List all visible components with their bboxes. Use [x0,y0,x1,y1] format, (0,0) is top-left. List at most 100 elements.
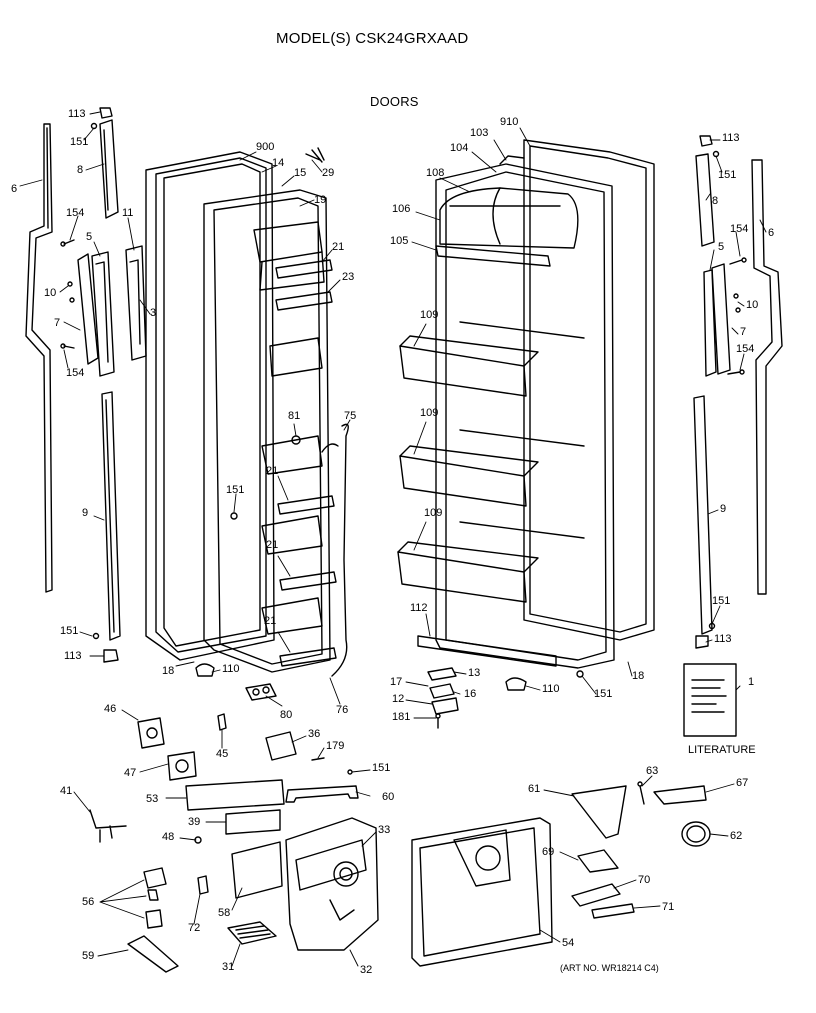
callout-110: 110 [222,663,240,675]
callout-10: 10 [746,299,759,311]
callout-151: 151 [594,688,613,700]
callout-69: 69 [542,846,555,858]
callout-45: 45 [216,748,229,760]
callout-151: 151 [70,136,89,148]
callout-17: 17 [390,676,403,688]
callout-151: 151 [60,625,79,637]
callout-151: 151 [226,484,245,496]
callout-151: 151 [718,169,737,181]
callout-109: 109 [420,309,439,321]
literature-label: LITERATURE [688,744,756,756]
callout-62: 62 [730,830,743,842]
callout-103: 103 [470,127,489,139]
fresh-food-door-assembly [397,139,655,729]
callout-7: 7 [54,317,61,329]
callout-154: 154 [66,367,85,379]
callout-46: 46 [104,703,117,715]
callout-13: 13 [468,667,481,679]
callout-105: 105 [390,235,409,247]
model-title: MODEL(S) CSK24GRXAAD [276,30,469,47]
callout-181: 181 [392,711,411,723]
callout-154: 154 [66,207,85,219]
callout-109: 109 [420,407,439,419]
callout-104: 104 [450,142,469,154]
callout-18: 18 [632,670,645,682]
callout-32: 32 [360,964,373,976]
callout-113: 113 [722,132,740,144]
callout-63: 63 [646,765,659,777]
callout-108: 108 [426,167,445,179]
callout-5: 5 [86,231,93,243]
callout-154: 154 [730,223,749,235]
callout-179: 179 [326,740,345,752]
art-number: (ART NO. WR18214 C4) [560,963,659,973]
callout-113: 113 [68,108,86,120]
callout-910: 910 [500,116,519,128]
callout-18: 18 [162,665,175,677]
callout-14: 14 [272,157,285,169]
callout-60: 60 [382,791,395,803]
callout-70: 70 [638,874,651,886]
callout-5: 5 [718,241,725,253]
callout-75: 75 [344,410,357,422]
callout-21: 21 [266,465,279,477]
literature-part-number: 1 [748,676,755,688]
literature-booklet [683,663,737,737]
section-title: DOORS [370,94,419,109]
callout-58: 58 [218,907,231,919]
callout-12: 12 [392,693,405,705]
callout-113: 113 [64,650,82,662]
callout-21: 21 [332,241,345,253]
callout-106: 106 [392,203,411,215]
callout-33: 33 [378,824,391,836]
callout-151: 151 [372,762,391,774]
callout-36: 36 [308,728,321,740]
left-door-trim-group [25,107,147,663]
callout-154: 154 [736,343,755,355]
callout-11: 11 [122,207,134,219]
callout-76: 76 [336,704,349,716]
callout-71: 71 [662,901,675,913]
callout-19: 19 [314,194,327,206]
callout-151: 151 [712,595,731,607]
callout-41: 41 [60,785,73,797]
callout-67: 67 [736,777,749,789]
callout-15: 15 [294,167,307,179]
callout-81: 81 [288,410,301,422]
leader-lines [19,111,767,967]
callout-109: 109 [424,507,443,519]
callout-80: 80 [280,709,293,721]
callout-6: 6 [768,227,775,239]
callout-31: 31 [222,961,235,973]
callout-47: 47 [124,767,137,779]
right-door-trim-group [693,135,783,649]
callout-56: 56 [82,896,95,908]
freezer-door-assembly [145,147,349,701]
dispenser-parts [89,713,711,973]
callout-112: 112 [410,602,428,614]
callout-10: 10 [44,287,57,299]
callout-23: 23 [342,271,355,283]
callout-59: 59 [82,950,95,962]
callout-39: 39 [188,816,201,828]
callout-61: 61 [528,783,541,795]
callout-7: 7 [740,326,747,338]
callout-3: 3 [150,307,157,319]
callout-54: 54 [562,937,575,949]
callout-110: 110 [542,683,560,695]
callout-9: 9 [82,507,89,519]
callout-8: 8 [712,195,719,207]
callout-21: 21 [264,615,277,627]
callout-9: 9 [720,503,727,515]
callout-6: 6 [11,183,18,195]
callout-53: 53 [146,793,159,805]
callout-900: 900 [256,141,275,153]
callout-113: 113 [714,633,732,645]
callout-8: 8 [77,164,84,176]
callout-29: 29 [322,167,335,179]
callout-21: 21 [266,539,279,551]
callout-48: 48 [162,831,175,843]
callout-72: 72 [188,922,201,934]
